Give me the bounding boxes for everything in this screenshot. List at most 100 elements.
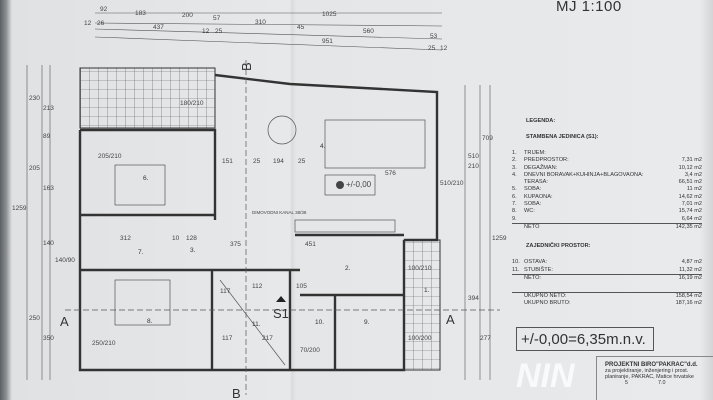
section-a-left: A bbox=[60, 314, 69, 329]
room-label: 8. bbox=[147, 318, 153, 325]
dim-label: 437 bbox=[153, 24, 164, 31]
legend-name: SOBA: bbox=[524, 201, 542, 208]
legend-row: 1.TRIJEM: bbox=[512, 150, 702, 157]
dim-label: 451 bbox=[305, 241, 316, 248]
legend-area: 10,12 m2 bbox=[678, 164, 702, 171]
legend-num: 10. bbox=[512, 259, 520, 266]
legend-area: 142,35 m2 bbox=[675, 223, 702, 230]
legend-name: TERASA: bbox=[524, 179, 548, 186]
room-label: 2. bbox=[345, 265, 351, 272]
room-label: 11. bbox=[252, 321, 261, 328]
unit-net-row: NETO 142,35 m2 bbox=[512, 222, 702, 231]
dim-label: 25 bbox=[253, 158, 261, 165]
legend-area: 16,19 m2 bbox=[678, 274, 702, 281]
room-label: 6. bbox=[143, 175, 149, 182]
left-dims: 230 213 89 205 163 140 250 350 1259 bbox=[12, 95, 54, 342]
title-block: PROJEKTNI BIRO"PAKRAC"d.d. za projektira… bbox=[596, 356, 713, 400]
common-net-row: NETO: 16,19 m2 bbox=[512, 273, 702, 282]
legend-num bbox=[512, 179, 524, 186]
opening-label: 70/200 bbox=[300, 347, 320, 354]
dim-label: 951 bbox=[322, 38, 333, 45]
dim-label: 210 bbox=[468, 163, 479, 170]
legend-num: 3. bbox=[512, 164, 517, 171]
legend-row: 7.SOBA:7,01 m2 bbox=[512, 201, 702, 208]
terrace-top-left bbox=[79, 67, 216, 129]
dim-label: 45 bbox=[297, 24, 305, 31]
legend-name: WC: bbox=[524, 208, 535, 215]
title-line-4: 5 bbox=[625, 380, 628, 386]
top-dims-row3: 951 25 12 bbox=[322, 38, 448, 52]
section-b-bottom: B bbox=[232, 386, 241, 400]
kitchen-island bbox=[324, 174, 376, 196]
legend-title: LEGENDA: bbox=[526, 118, 556, 124]
sofa-set bbox=[324, 119, 426, 169]
dim-label: 112 bbox=[252, 283, 263, 290]
bed-room-6 bbox=[114, 164, 166, 206]
opening-label: 205/210 bbox=[98, 153, 122, 160]
legend-row: 4.DNEVNI BORAVAK+KUHINJA+BLAGOVAONA:3,4 … bbox=[512, 172, 702, 179]
bed-room-8 bbox=[114, 279, 171, 326]
legend-num: 5. bbox=[512, 186, 517, 193]
dim-label: 10 bbox=[172, 235, 180, 242]
title-line-3: planiranje, PAKRAC, Matice hrvatske bbox=[605, 374, 694, 380]
chimney-label: DIMOVODNI KANAL 38/38 bbox=[252, 210, 307, 215]
dim-label: 217 bbox=[262, 335, 273, 342]
dim-label: 1259 bbox=[492, 235, 507, 242]
legend-area: 3,4 m2 bbox=[684, 171, 702, 178]
opening-label: 100/210 bbox=[408, 265, 432, 272]
level-mark-label: +/-0,00 bbox=[346, 180, 372, 189]
stair-arrow-icon bbox=[276, 296, 286, 302]
legend-name: SOBA: bbox=[524, 186, 542, 193]
dim-label: 140 bbox=[43, 240, 54, 247]
dim-label: 25 bbox=[215, 28, 223, 35]
room-label: 7. bbox=[138, 249, 144, 256]
legend-area: 14,62 m2 bbox=[678, 193, 702, 200]
common-title: ZAJEDNIČKI PROSTOR: bbox=[526, 243, 591, 250]
room-label: 9. bbox=[364, 319, 370, 326]
room-labels: 1. 2. 3. 4. 6. 7. 8. 9. 10. 11. bbox=[138, 143, 430, 328]
legend-name: DEGAŽMAN: bbox=[524, 164, 558, 171]
top-dims-row1: 92 183 200 57 310 1025 bbox=[100, 6, 337, 26]
level-mark-icon bbox=[336, 181, 344, 189]
legend: LEGENDA: STAMBENA JEDINICA (S1): 1.TRIJE… bbox=[512, 118, 702, 308]
legend-name: NETO: bbox=[524, 274, 541, 281]
dim-label: 312 bbox=[120, 235, 131, 242]
dim-label: 151 bbox=[222, 158, 233, 165]
legend-area: 187,16 m2 bbox=[675, 300, 702, 307]
kitchen-counter bbox=[294, 219, 396, 233]
legend-name: NETO bbox=[524, 223, 540, 230]
legend-row: 5.SOBA:11 m2 bbox=[512, 186, 702, 193]
legend-name: STUBIŠTE: bbox=[524, 266, 553, 273]
dim-label: 92 bbox=[100, 6, 108, 13]
legend-num: 1. bbox=[512, 150, 517, 156]
unit-title: STAMBENA JEDINICA (S1): bbox=[526, 134, 599, 140]
legend-num: 2. bbox=[512, 157, 517, 164]
terrace-right bbox=[403, 239, 441, 371]
legend-name: KUPAONA: bbox=[524, 193, 553, 200]
legend-area: 11,32 m2 bbox=[679, 266, 702, 273]
dim-label: 194 bbox=[273, 158, 284, 165]
legend-num: 6. bbox=[512, 193, 517, 200]
legend-num: 11. bbox=[512, 266, 520, 273]
dim-label: 12 bbox=[84, 20, 92, 27]
legend-row: TERASA:66,51 m2 bbox=[512, 179, 702, 186]
dim-label: 12 bbox=[202, 28, 210, 35]
dim-label: 25 bbox=[428, 45, 436, 52]
legend-row: 6. KUPAONA: 14,62 m2 bbox=[512, 194, 702, 201]
legend-area: 7,31 m2 bbox=[681, 157, 702, 164]
section-b-top: B bbox=[239, 62, 254, 71]
title-line-2: za projektiranje, inženjering i prost. bbox=[605, 368, 689, 374]
dim-label: 57 bbox=[213, 15, 221, 22]
opening-label: 100/200 bbox=[408, 335, 432, 342]
legend-num: 9. bbox=[512, 215, 517, 222]
legend-area: 4,87 m2 bbox=[681, 259, 702, 266]
elevation-box: +/-0,00=6,35m.n.v. bbox=[516, 327, 654, 351]
opening-label: 180/210 bbox=[180, 100, 204, 107]
legend-area: 15,74 m2 bbox=[678, 208, 702, 215]
watermark-logo: NIN bbox=[516, 357, 575, 395]
drawing-scale: MJ 1:100 bbox=[556, 0, 622, 15]
dim-label: 205 bbox=[29, 165, 40, 172]
legend-name: DNEVNI BORAVAK+KUHINJA+BLAGOVAONA: bbox=[524, 171, 644, 178]
